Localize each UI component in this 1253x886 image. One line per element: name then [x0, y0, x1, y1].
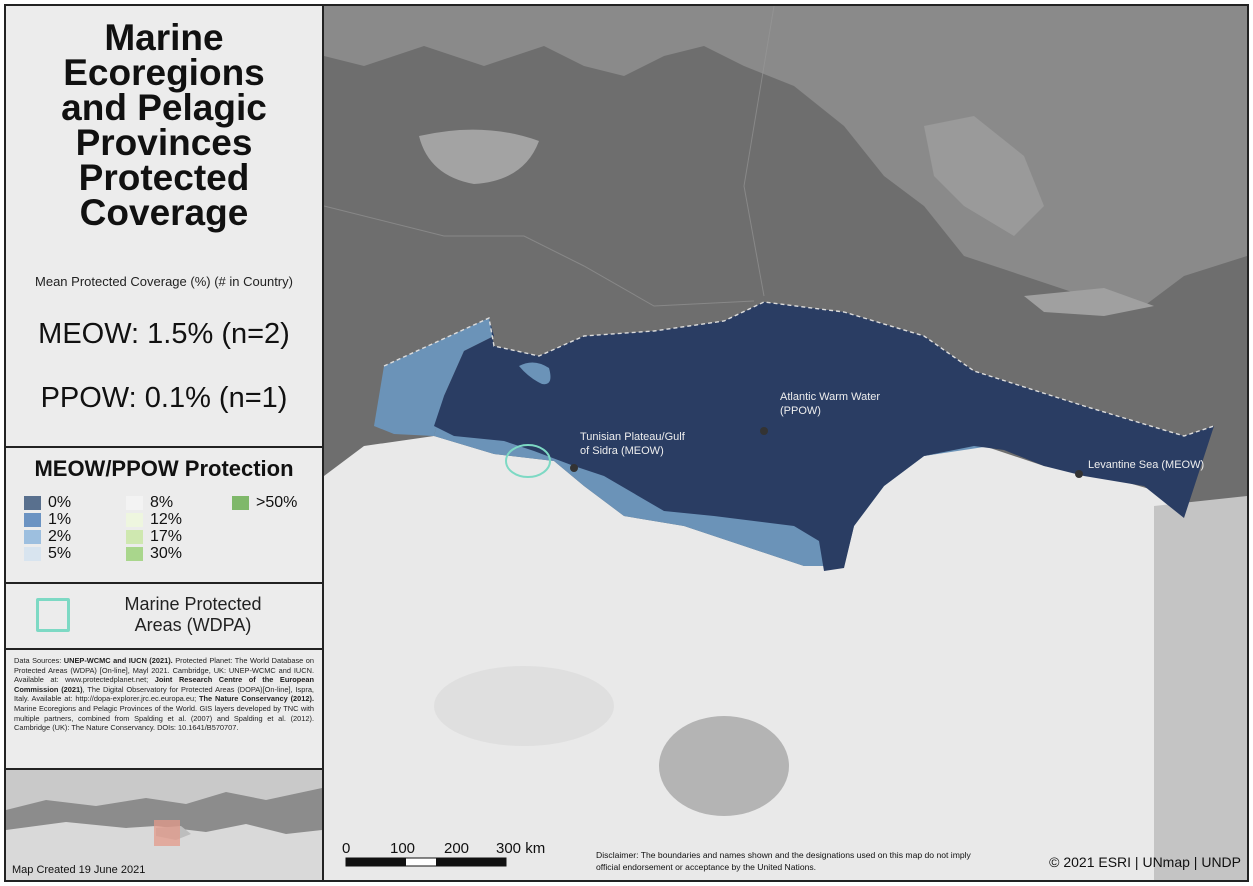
legend-item: >50%: [232, 494, 297, 511]
disclaimer: Disclaimer: The boundaries and names sho…: [596, 850, 971, 872]
mpa-legend-panel: Marine Protected Areas (WDPA): [6, 584, 322, 650]
scale-tick-300: 300 km: [496, 840, 546, 857]
legend-item: 8%: [126, 494, 173, 511]
legend-swatch: [232, 495, 249, 510]
legend-label: 17%: [150, 527, 183, 545]
levantine-label: Levantine Sea (MEOW): [1088, 459, 1204, 471]
sidebar: Marine Ecoregions and Pelagic Provinces …: [6, 6, 324, 880]
main-map[interactable]: Atlantic Warm Water(PPOW) Tunisian Plate…: [323, 6, 1247, 880]
mpa-symbol: [36, 598, 70, 632]
map-frame: Marine Ecoregions and Pelagic Provinces …: [4, 4, 1249, 882]
map-canvas[interactable]: Atlantic Warm Water(PPOW) Tunisian Plate…: [323, 6, 1247, 880]
scale-tick-0: 0: [342, 840, 351, 857]
legend-item: 1%: [24, 511, 71, 528]
map-title: Marine Ecoregions and Pelagic Provinces …: [61, 17, 267, 233]
map-subtitle: Mean Protected Coverage (%) (# in Countr…: [35, 274, 293, 289]
sources-text: Marine Ecoregions and Pelagic Provinces …: [14, 703, 314, 733]
sources-text: Protected Planet: The World Database on …: [14, 656, 314, 685]
inset-map-graphic: [6, 770, 322, 880]
meow-stat: MEOW: 1.5% (n=2): [38, 318, 290, 350]
sources-citation: UNEP-WCMC and IUCN (2021).: [63, 656, 173, 665]
legend-swatch: [126, 546, 143, 561]
legend-label: 1%: [48, 510, 72, 528]
legend-item: 0%: [24, 494, 71, 511]
scale-tick-100: 100: [390, 840, 416, 857]
data-sources: Data Sources: UNEP-WCMC and IUCN (2021).…: [14, 656, 314, 733]
mpa-label: Marine Protected Areas (WDPA): [124, 594, 262, 635]
title-panel: Marine Ecoregions and Pelagic Provinces …: [6, 6, 322, 448]
legend-label: 5%: [48, 544, 72, 562]
legend-item: 17%: [126, 528, 182, 545]
legend-label: 30%: [150, 544, 183, 562]
ppow-label-line1: Atlantic Warm Water(PPOW): [780, 391, 880, 417]
legend-label: 2%: [48, 527, 72, 545]
inset-map: Map Created 19 June 2021: [6, 770, 322, 880]
legend-swatch: [126, 512, 143, 527]
credit: © 2021 ESRI | UNmap | UNDP: [1049, 854, 1241, 870]
legend-label: 0%: [48, 493, 72, 511]
ppow-stat: PPOW: 0.1% (n=1): [40, 382, 288, 414]
sources-citation: Joint Research Centre of the European Co…: [14, 675, 314, 694]
legend-item: 2%: [24, 528, 71, 545]
legend-swatch: [24, 512, 41, 527]
legend-swatch: [24, 546, 41, 561]
map-created-date: Map Created 19 June 2021: [12, 864, 146, 876]
sources-panel: Data Sources: UNEP-WCMC and IUCN (2021).…: [6, 650, 322, 770]
legend-swatch: [24, 495, 41, 510]
legend-label: >50%: [256, 493, 298, 511]
mpa-outline[interactable]: [505, 444, 551, 478]
legend-panel: MEOW/PPOW Protection 0% 1% 2% 5% 8% 12% …: [6, 448, 322, 584]
legend-swatch: [24, 529, 41, 544]
legend-item: 12%: [126, 511, 182, 528]
legend-label: 8%: [150, 493, 174, 511]
legend-item: 5%: [24, 545, 71, 562]
scale-tick-200: 200: [444, 840, 470, 857]
sources-text: , The Digital Observatory for Protected …: [14, 684, 314, 704]
legend-swatch: [126, 529, 143, 544]
sources-text: Data Sources:: [14, 656, 64, 665]
legend-item: 30%: [126, 545, 182, 562]
legend-swatch: [126, 495, 143, 510]
legend-title: MEOW/PPOW Protection: [34, 456, 294, 481]
legend-label: 12%: [150, 510, 183, 528]
sources-citation: The Nature Conservancy (2012).: [199, 694, 314, 704]
